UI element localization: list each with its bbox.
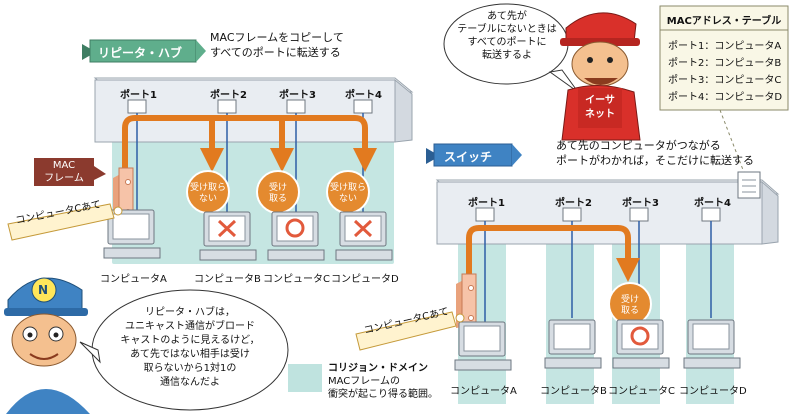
legend-swatch — [288, 364, 322, 392]
legend-line3: 衝突が起こり得る範囲。 — [328, 389, 438, 400]
bottom-speech-line2: ユニキャスト通信がブロード — [125, 321, 255, 332]
repeater-circle-c-line1: 受け — [268, 183, 287, 193]
switch-computer-a-label: コンピュータA — [450, 386, 517, 397]
switch-caption-line1: あて先のコンピュータがつながる — [556, 139, 721, 152]
switch-port-1-label: ポート1 — [468, 198, 505, 209]
legend-text: コリジョン・ドメイン MACフレームの 衝突が起こり得る範囲。 — [328, 362, 438, 401]
repeater-forward-arrows — [122, 115, 377, 196]
repeater-caption-line2: すべてのポートに転送する — [210, 46, 341, 59]
top-speech-line3: すべてのポートに — [467, 37, 547, 48]
repeater-circle-b-line1: 受け取ら — [189, 183, 226, 193]
bottom-speech-line5: 取らないから1対1の — [143, 363, 237, 374]
mac-frame-label-box — [34, 158, 106, 186]
legend-line2: MACフレームの — [328, 376, 400, 387]
switch-circle-c-line2: 取る — [620, 306, 639, 316]
ethernet-badge-line2: ネット — [585, 109, 615, 120]
repeater-circle-c-line2: 取る — [268, 194, 287, 204]
switch-banner-ribbon — [426, 143, 522, 167]
repeater-circle-d-line2: ない — [338, 194, 357, 204]
switch-circle-c-line1: 受け — [620, 295, 639, 305]
repeater-banner: リピータ・ハブ — [98, 46, 183, 60]
network-mascot — [4, 277, 90, 414]
mac-frame-label-line1: MAC — [52, 160, 76, 171]
mac-table-card — [659, 5, 789, 199]
switch-computer-d-label: コンピュータD — [679, 386, 747, 397]
mac-table-row: ポート1：コンピュータA — [668, 41, 782, 52]
switch-port-jacks — [475, 207, 721, 222]
switch-device — [435, 179, 780, 245]
repeater-decision-circles — [186, 170, 370, 214]
repeater-dest-tag-shape — [7, 203, 123, 241]
repeater-computer-c-label: コンピュータC — [263, 274, 330, 285]
top-speech-text: あて先が テーブルにないときは すべてのポートに 転送するよ — [456, 10, 558, 62]
mac-table-row: ポート4：コンピュータD — [668, 92, 783, 103]
repeater-caption: MACフレームをコピーして すべてのポートに転送する — [210, 30, 344, 60]
switch-banner: スイッチ — [444, 150, 493, 164]
bottom-speech-line1: リピータ・ハブは， — [145, 307, 235, 318]
switch-computer-c-label: コンピュータC — [608, 386, 675, 397]
mac-table-row: ポート3：コンピュータC — [668, 75, 782, 86]
top-speech-bubble — [443, 3, 579, 93]
mac-frame-label: MAC フレーム — [37, 159, 91, 185]
bottom-speech-line6: 通信なんだよ — [160, 377, 220, 388]
switch-forward-arrow — [466, 225, 640, 300]
bottom-speech-line3: キャストのように見えるけど， — [120, 335, 260, 346]
switch-computer-b-label: コンピュータB — [540, 386, 607, 397]
switch-dest-tag-shape — [355, 311, 465, 351]
switch-port-3-label: ポート3 — [622, 198, 659, 209]
repeater-computer-d-label: コンピュータD — [331, 274, 399, 285]
repeater-port-2-label: ポート2 — [210, 90, 247, 101]
repeater-port-4-label: ポート4 — [345, 90, 382, 101]
repeater-computer-b-label: コンピュータB — [194, 274, 261, 285]
bottom-speech-line4: あて先ではない相手は受け — [130, 349, 250, 360]
bottom-speech-bubble — [79, 289, 289, 411]
repeater-circle-d-label: 受け取ら ない — [328, 183, 368, 205]
ethernet-badge-line1: イーサ — [585, 95, 615, 106]
switch-caption-line2: ポートがわかれば，そこだけに転送する — [556, 154, 754, 167]
mac-table-title: MACアドレス・テーブル — [666, 16, 782, 27]
repeater-circle-b-line2: ない — [198, 194, 217, 204]
mac-frame-label-line2: フレーム — [44, 173, 84, 184]
repeater-computers — [103, 209, 393, 261]
repeater-caption-line1: MACフレームをコピーして — [210, 31, 344, 44]
switch-computers — [454, 319, 741, 371]
repeater-computer-a-label: コンピュータA — [100, 274, 167, 285]
switch-port-4-label: ポート4 — [694, 198, 731, 209]
ethernet-mascot — [560, 12, 641, 141]
ethernet-badge: イーサ ネット — [582, 94, 618, 122]
repeater-circle-b-label: 受け取ら ない — [188, 183, 228, 205]
repeater-port-1-label: ポート1 — [120, 90, 157, 101]
legend-title: コリジョン・ドメイン — [328, 363, 428, 374]
network-mascot-badge: N — [38, 283, 49, 297]
top-speech-line1: あて先が — [487, 11, 527, 22]
repeater-port-3-label: ポート3 — [279, 90, 316, 101]
repeater-circle-c-label: 受け 取る — [258, 183, 298, 205]
switch-caption: あて先のコンピュータがつながる ポートがわかれば，そこだけに転送する — [556, 138, 754, 168]
repeater-port-jacks — [127, 99, 373, 114]
switch-circle-c-label: 受け 取る — [610, 295, 650, 317]
bottom-speech-text: リピータ・ハブは， ユニキャスト通信がブロード キャストのように見えるけど， あ… — [110, 306, 270, 390]
repeater-banner-ribbon — [82, 39, 206, 63]
repeater-circle-d-line1: 受け取ら — [329, 183, 366, 193]
mac-table-row: ポート2：コンピュータB — [668, 58, 782, 69]
mac-table-rows: ポート1：コンピュータA ポート2：コンピュータB ポート3：コンピュータC ポ… — [668, 38, 782, 106]
top-speech-line4: 転送するよ — [482, 50, 532, 61]
switch-port-2-label: ポート2 — [555, 198, 592, 209]
top-speech-line2: テーブルにないときは — [457, 24, 557, 35]
